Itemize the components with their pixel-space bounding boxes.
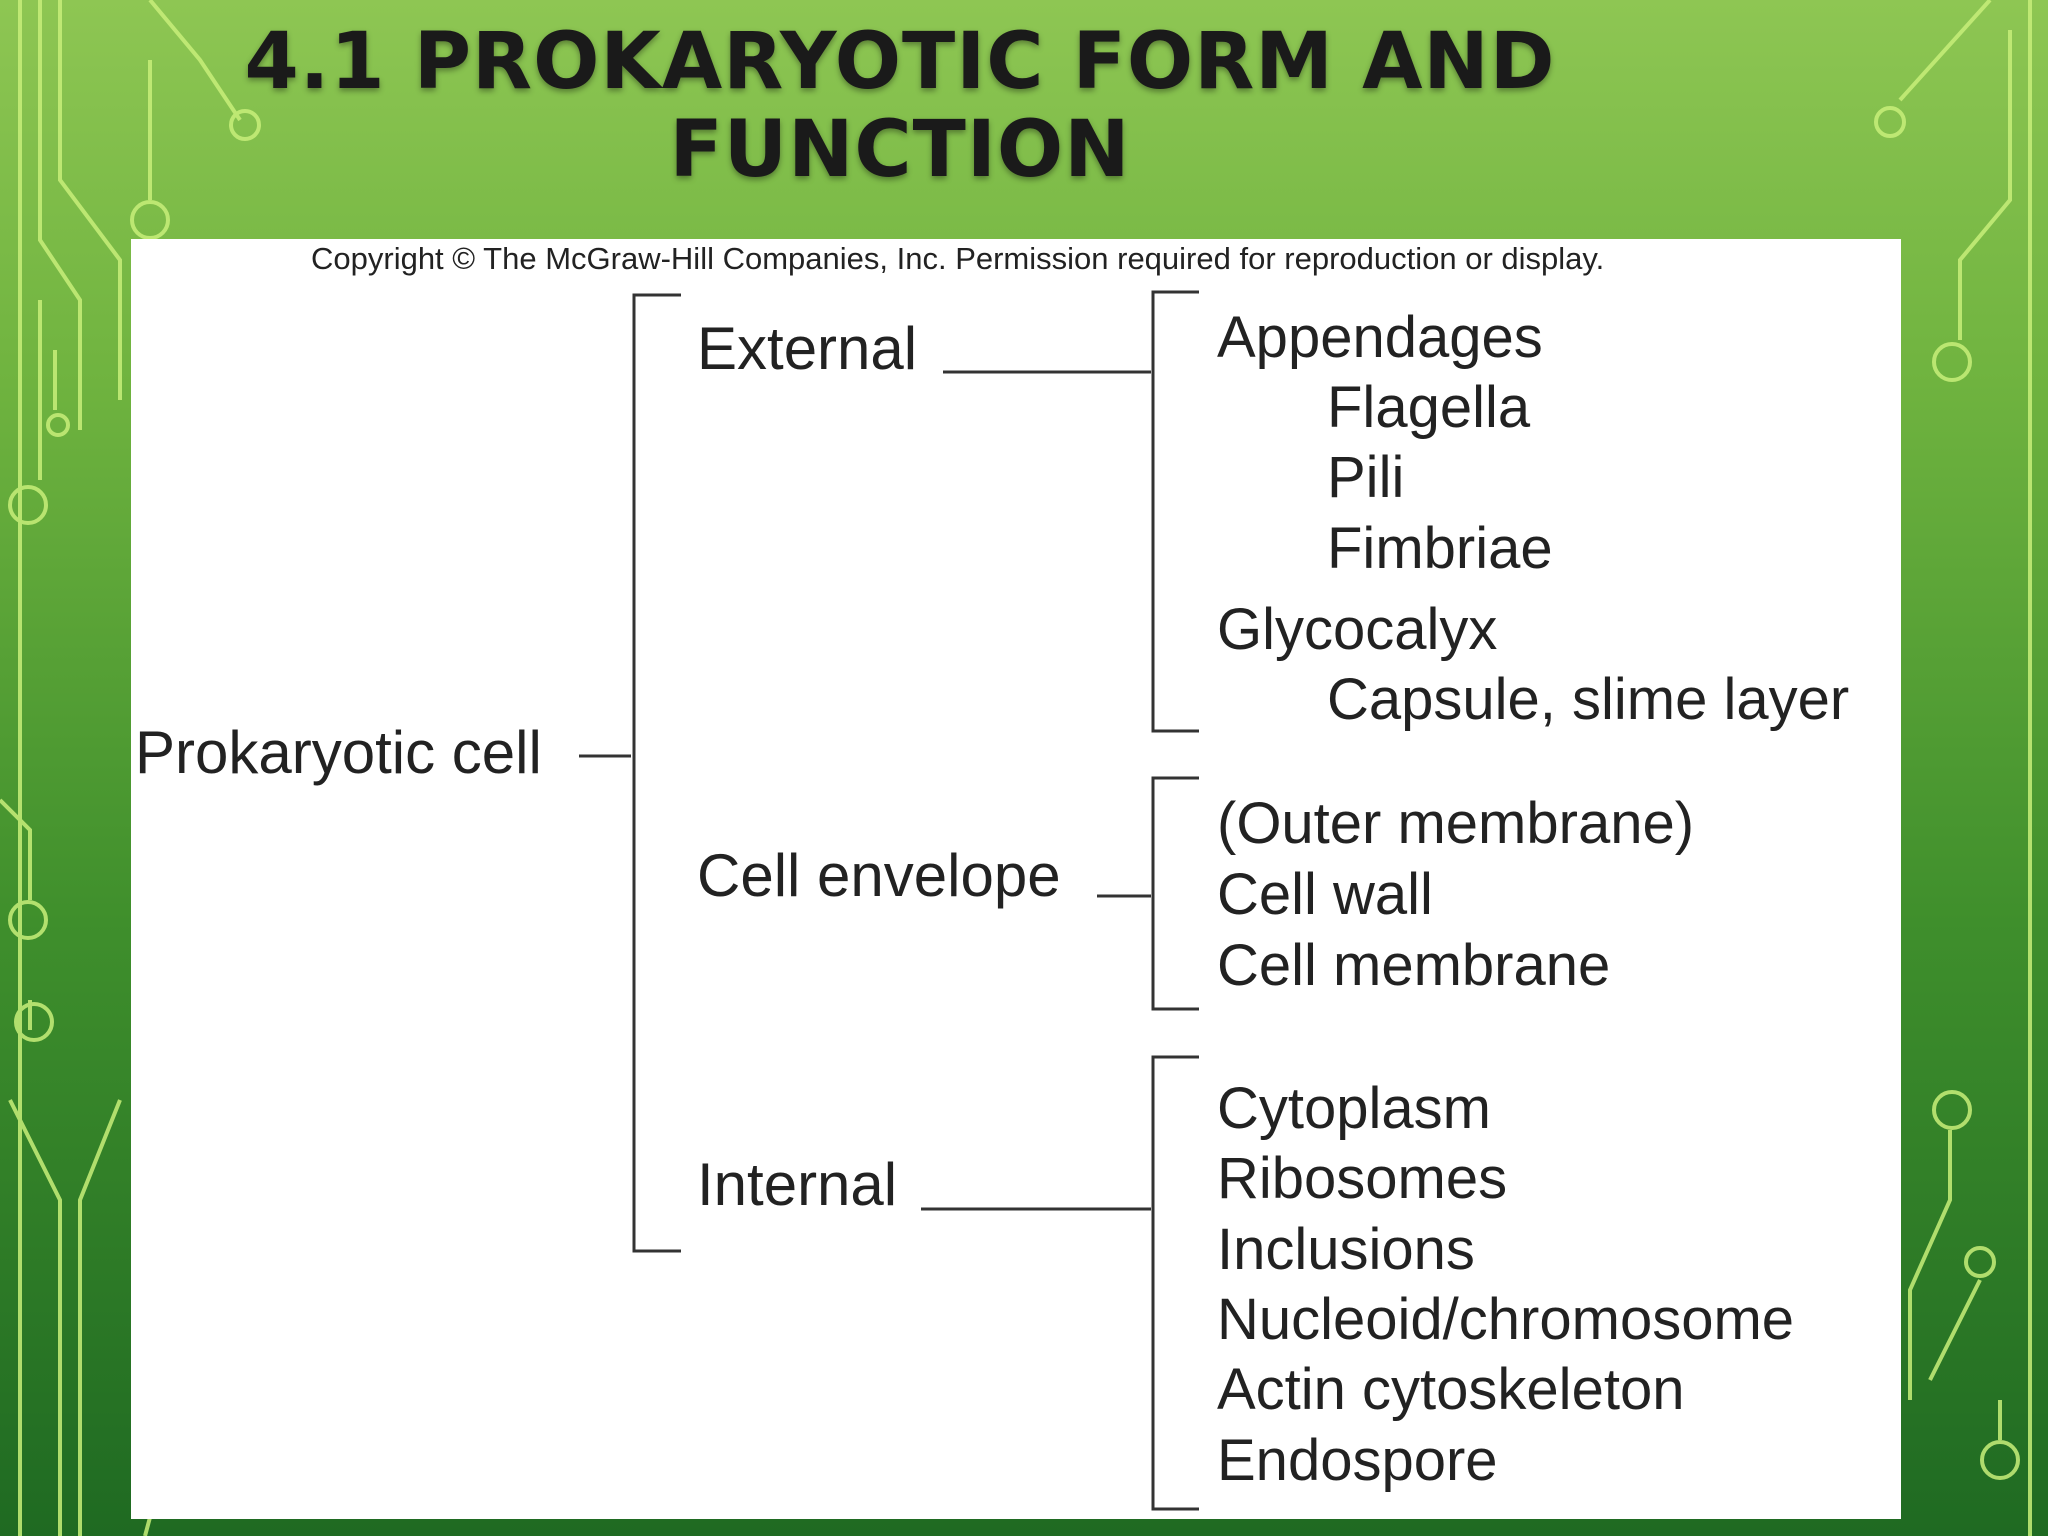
prokaryotic-cell-diagram: Copyright © The McGraw-Hill Companies, I… xyxy=(135,241,1849,1511)
external-item-appendages: Appendages xyxy=(1217,305,1543,370)
internal-item-nucleoid: Nucleoid/chromosome xyxy=(1217,1287,1794,1352)
internal-item-cytoplasm: Cytoplasm xyxy=(1217,1076,1491,1141)
branch-label-internal: Internal xyxy=(697,1151,897,1218)
internal-item-endospore: Endospore xyxy=(1217,1428,1498,1493)
slide-title-line-1: 4.1 PROKARYOTIC FORM AND xyxy=(244,17,1556,107)
external-item-glycocalyx: Glycocalyx xyxy=(1217,597,1497,662)
internal-item-inclusions: Inclusions xyxy=(1217,1217,1475,1282)
envelope-item-cell-wall: Cell wall xyxy=(1217,862,1433,927)
root-bracket xyxy=(632,293,681,1253)
external-item-pili: Pili xyxy=(1327,445,1404,510)
envelope-item-outer-membrane: (Outer membrane) xyxy=(1217,791,1694,856)
branch-label-external: External xyxy=(697,315,917,382)
external-item-flagella: Flagella xyxy=(1327,375,1531,440)
external-item-fimbriae: Fimbriae xyxy=(1327,516,1553,581)
external-bracket xyxy=(1151,290,1199,733)
copyright-notice: Copyright © The McGraw-Hill Companies, I… xyxy=(311,241,1604,276)
internal-item-actin-cytoskeleton: Actin cytoskeleton xyxy=(1217,1357,1684,1422)
cell-envelope-bracket xyxy=(1151,776,1199,1011)
diagram-panel: Copyright © The McGraw-Hill Companies, I… xyxy=(131,239,1901,1519)
envelope-item-cell-membrane: Cell membrane xyxy=(1217,933,1610,998)
internal-item-ribosomes: Ribosomes xyxy=(1217,1146,1507,1211)
slide-title: 4.1 PROKARYOTIC FORM AND FUNCTION xyxy=(0,18,1800,194)
slide-title-line-2: FUNCTION xyxy=(669,105,1131,195)
branch-label-cell-envelope: Cell envelope xyxy=(697,842,1061,909)
internal-bracket xyxy=(1151,1055,1199,1511)
root-label: Prokaryotic cell xyxy=(135,719,542,786)
external-item-capsule: Capsule, slime layer xyxy=(1327,667,1849,732)
